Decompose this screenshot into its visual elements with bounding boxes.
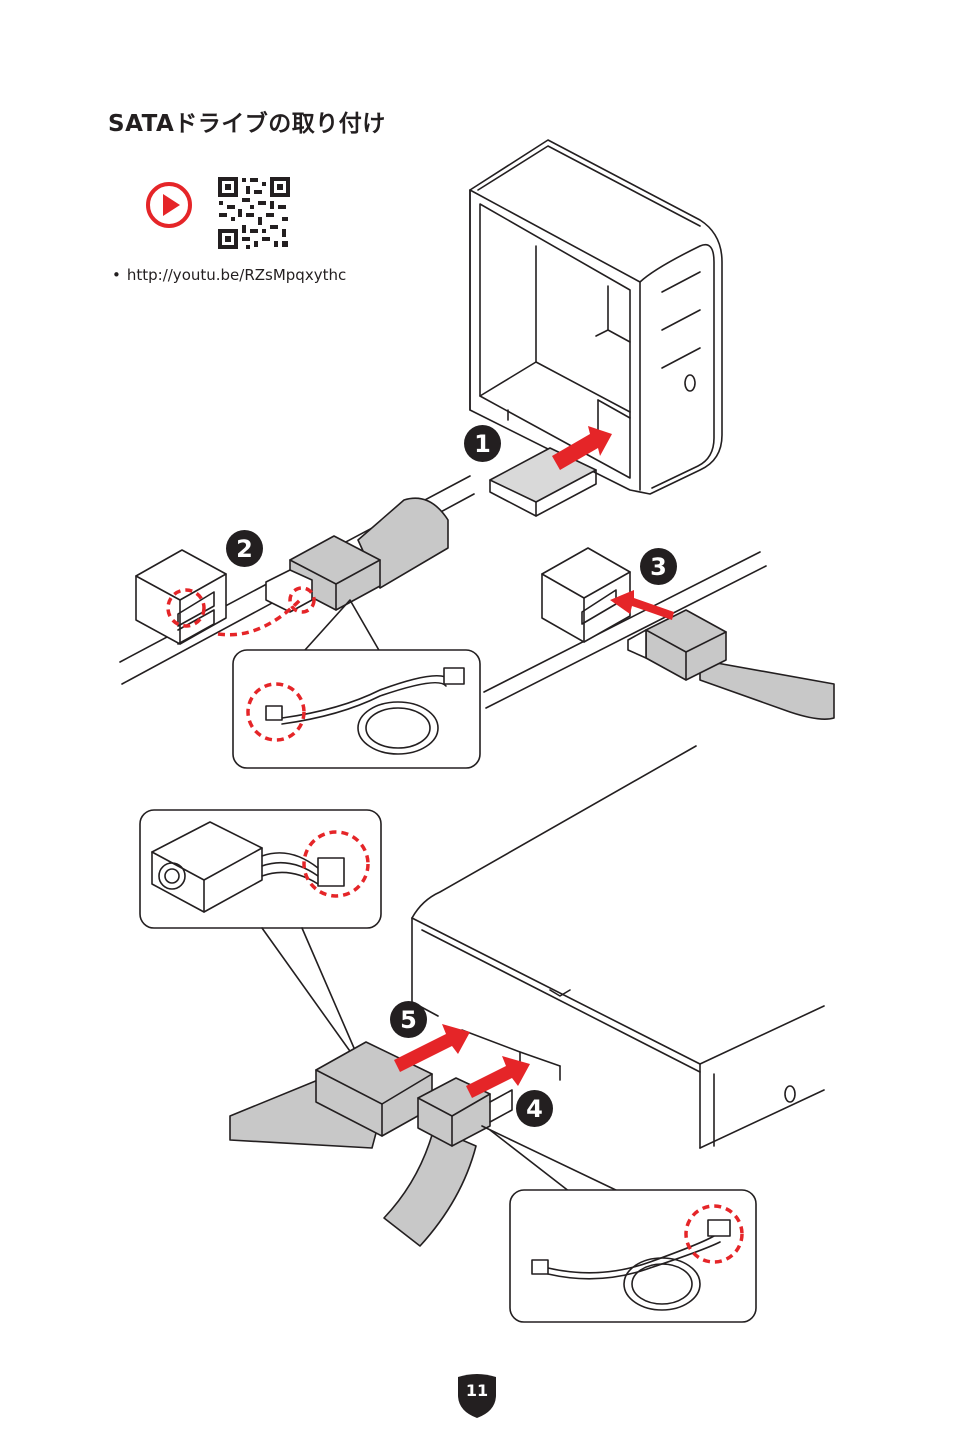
step-badge-4: 4: [516, 1090, 553, 1127]
arrow-step4: [466, 1056, 530, 1098]
step-badge-2: 2: [226, 530, 263, 567]
page-number: 11: [456, 1381, 498, 1400]
step-badge-1: 1: [464, 425, 501, 462]
step-badge-5: 5: [390, 1001, 427, 1038]
psu-callout: [140, 810, 381, 1054]
step-badge-3: 3: [640, 548, 677, 585]
